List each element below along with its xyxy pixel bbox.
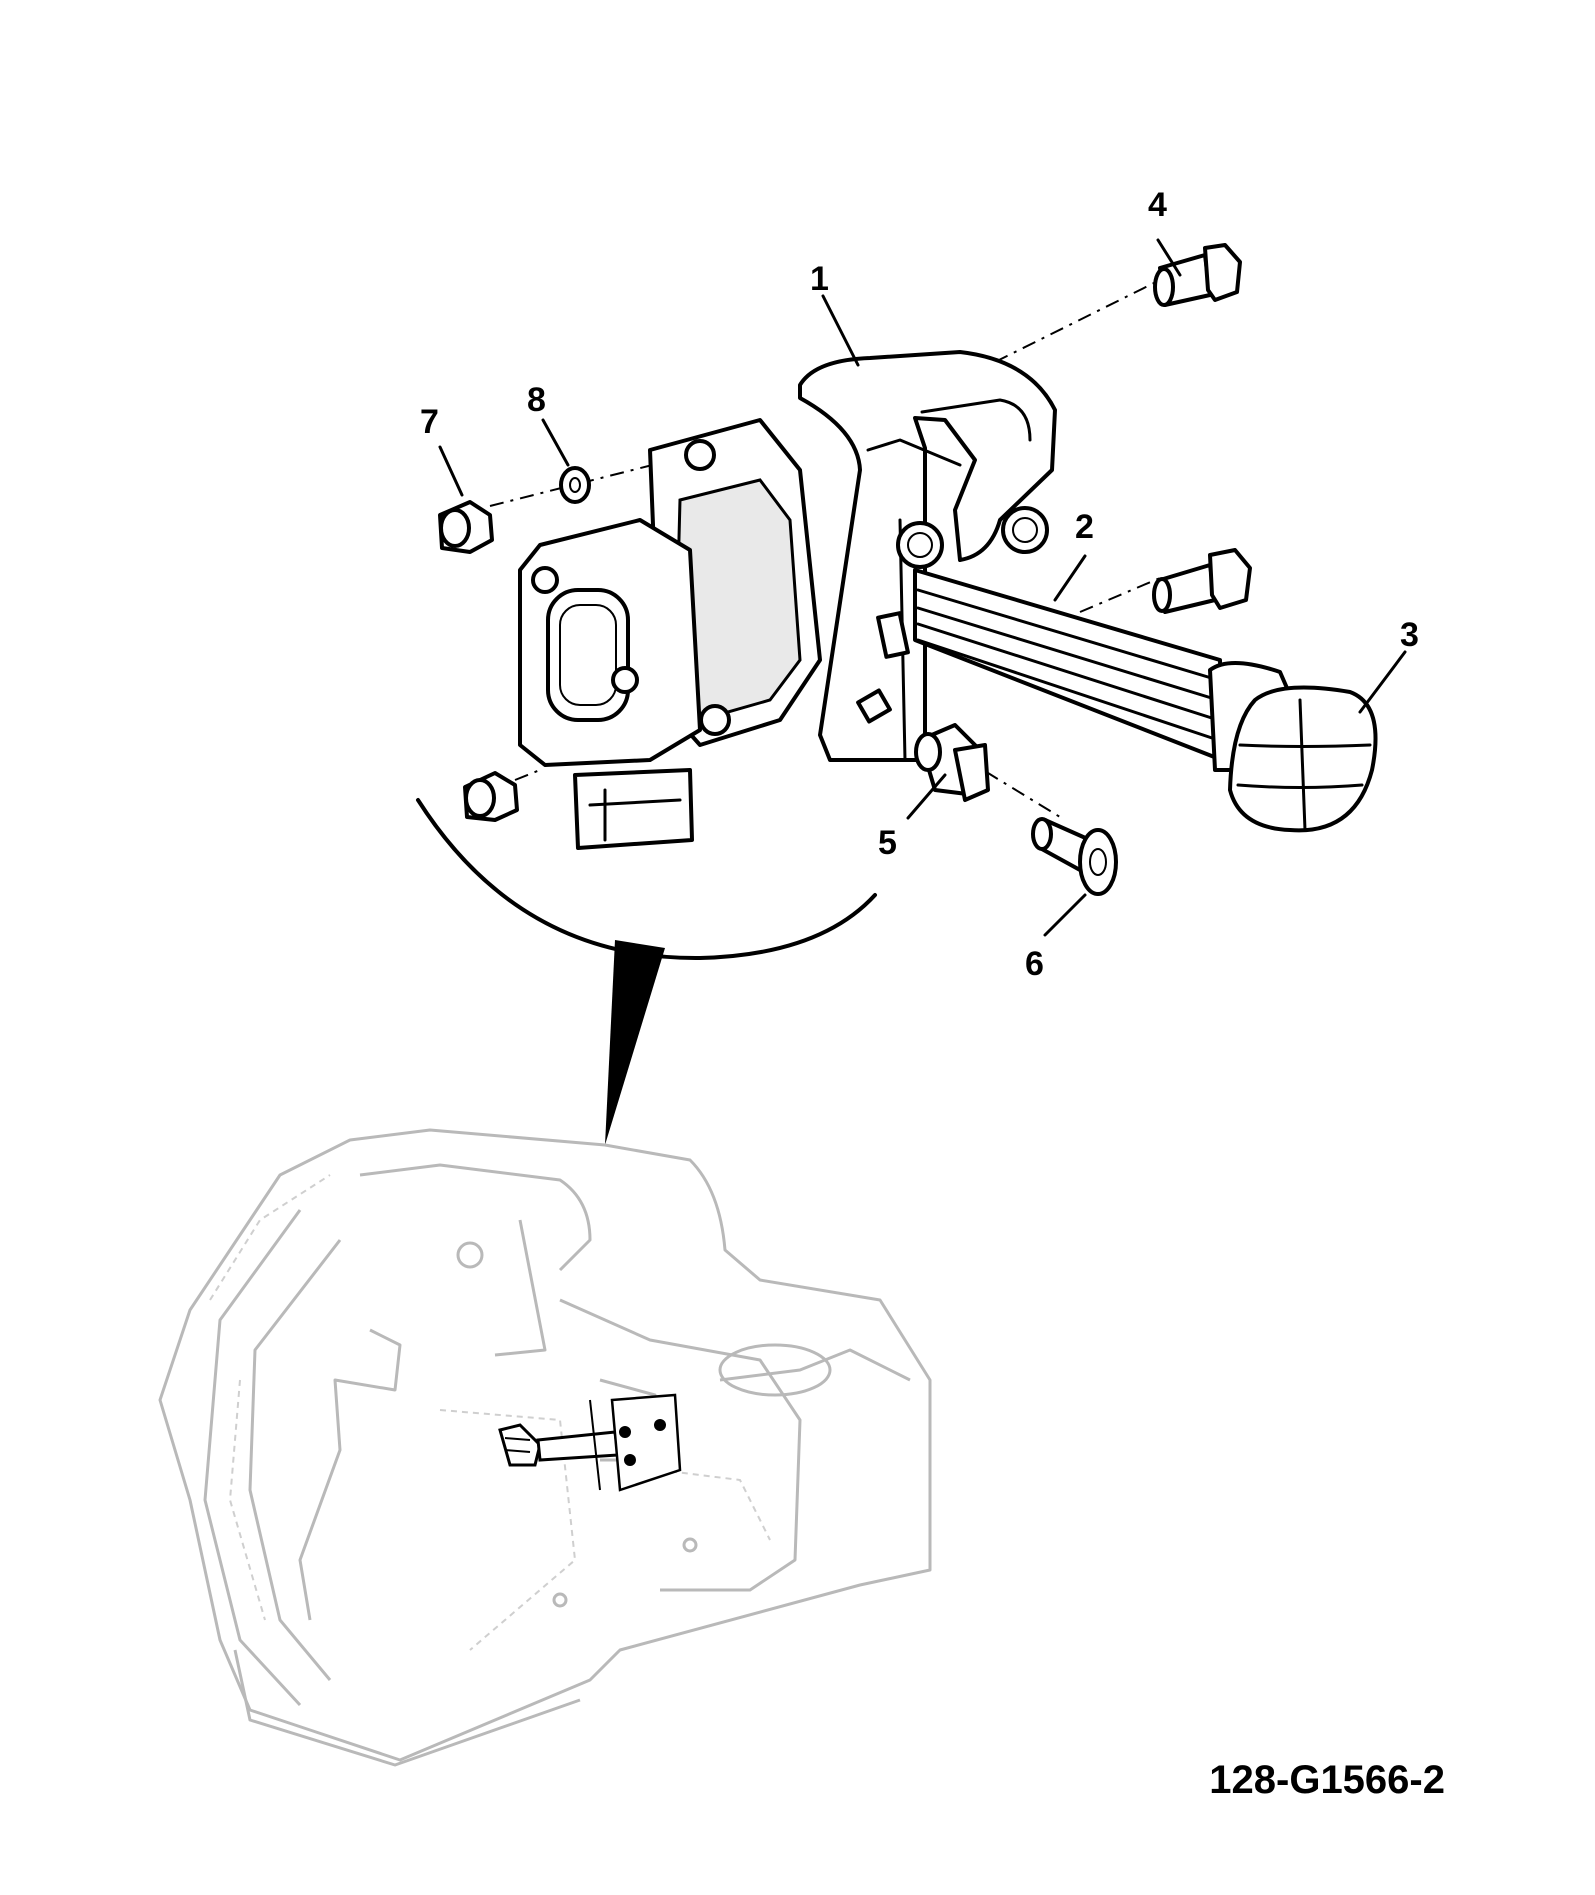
callout-2: 2: [1075, 508, 1094, 546]
nut-lower: [463, 771, 519, 822]
leader-7: [438, 445, 464, 497]
stay-rod-part-2: [913, 568, 1224, 762]
figure-id-label: 128-G1566-2: [1209, 1758, 1445, 1802]
axis-line-bolt: [1079, 577, 1161, 613]
callout-7: 7: [420, 403, 439, 441]
leader-3: [1358, 650, 1407, 714]
callout-8: 8: [527, 381, 546, 419]
callout-6: 6: [1025, 945, 1044, 983]
detail-pointer-triangle: [605, 940, 665, 1145]
bushing-part-5: [914, 723, 990, 802]
callout-5: 5: [878, 824, 897, 862]
washer-part-8: [559, 466, 591, 504]
callout-3: 3: [1400, 616, 1419, 654]
bolt-part-4: [1153, 243, 1242, 307]
leader-2: [1053, 554, 1087, 602]
leader-4: [1156, 238, 1182, 277]
bolt-middle: [1152, 548, 1252, 614]
detail-circle-arc: [416, 798, 877, 961]
leader-5: [906, 773, 947, 820]
bolt-part-6: [1031, 817, 1118, 896]
rubber-stop-part-3: [1208, 660, 1378, 833]
check-strap-small-view: [498, 1393, 682, 1492]
axis-line-4: [994, 279, 1161, 363]
leader-8: [541, 418, 570, 467]
leader-6: [1043, 893, 1087, 937]
callout-1: 1: [810, 260, 829, 298]
axis-line-lower-nut: [514, 769, 541, 781]
actuator-housing: [518, 418, 822, 850]
callout-4: 4: [1148, 186, 1167, 224]
nut-part-7: [438, 500, 494, 554]
door-overview-drawing: [158, 1128, 932, 1767]
leader-1: [821, 294, 860, 367]
axis-line-7-8: [489, 452, 701, 507]
bracket-part-1: [798, 350, 1057, 762]
